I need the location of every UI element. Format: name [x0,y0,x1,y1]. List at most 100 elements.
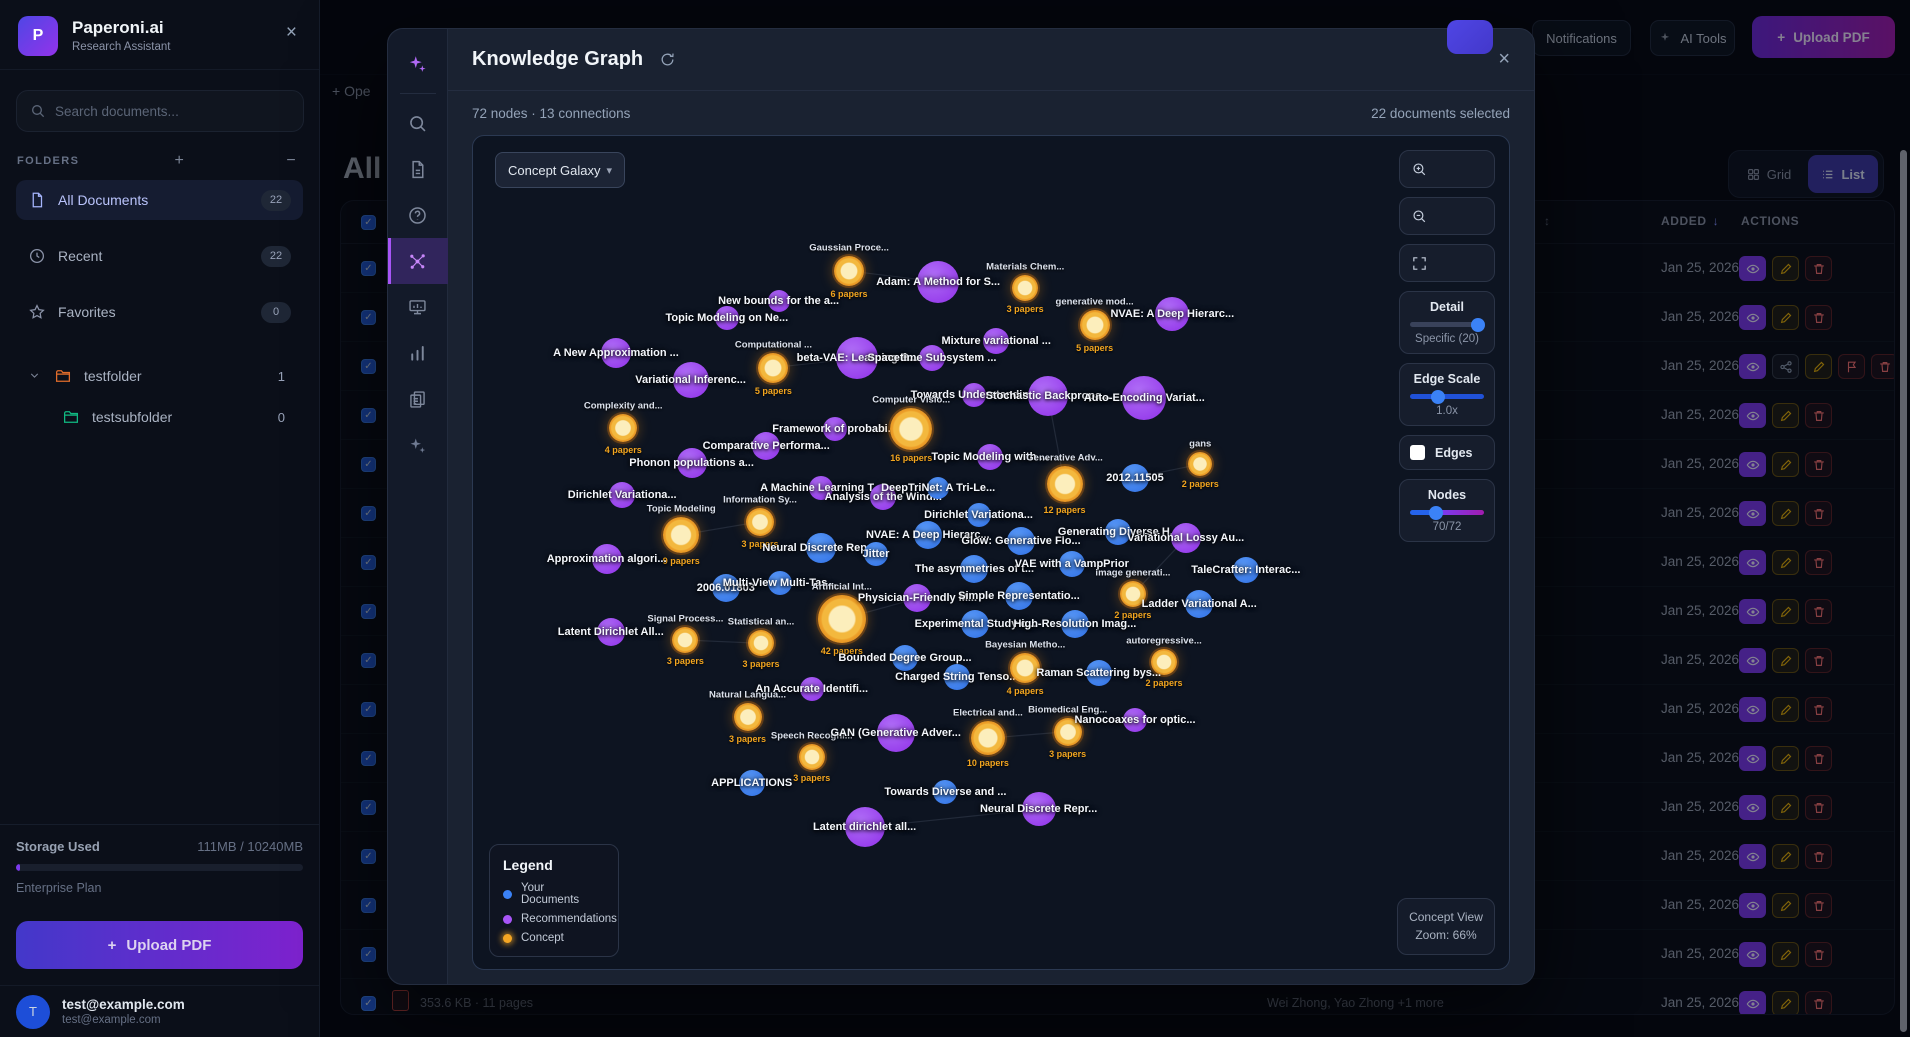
document-node-circle[interactable] [767,571,792,596]
view-button[interactable] [1739,893,1766,918]
rail-stats-icon[interactable] [388,330,448,376]
view-button[interactable] [1739,403,1766,428]
recommendation-node-circle[interactable] [591,544,622,575]
rail-ai-secondary-icon[interactable] [388,422,448,468]
view-button[interactable] [1739,354,1766,379]
edges-checkbox[interactable] [1410,445,1425,460]
nodes-slider-thumb[interactable] [1428,505,1443,520]
row-checkbox[interactable]: ✓ [361,898,376,913]
rail-notes-icon[interactable] [388,376,448,422]
recommendation-node-circle[interactable] [1170,523,1201,554]
recommendation-node-circle[interactable] [1155,297,1190,332]
concept-node-circle[interactable] [1119,581,1146,608]
recommendation-node-circle[interactable] [1122,375,1167,420]
rail-help-icon[interactable] [388,192,448,238]
row-checkbox[interactable]: ✓ [361,604,376,619]
concept-node-circle[interactable] [663,517,700,553]
recommendation-node-circle[interactable] [962,383,987,408]
edit-button[interactable] [1772,893,1799,918]
delete-button[interactable] [1805,501,1832,526]
concept-node-circle[interactable] [834,255,865,286]
recommendation-node-circle[interactable] [870,483,897,510]
concept-node-circle[interactable] [609,413,638,442]
view-button[interactable] [1739,550,1766,575]
concept-node-circle[interactable] [890,408,933,451]
document-node-circle[interactable] [961,610,990,639]
recommendation-node-circle[interactable] [1027,375,1068,416]
edit-button[interactable] [1772,550,1799,575]
edit-button[interactable] [1772,844,1799,869]
added-column-header[interactable]: ADDED↓ [1661,214,1720,228]
document-node-circle[interactable] [933,779,958,804]
recommendation-node-circle[interactable] [844,807,885,848]
recommendation-node-circle[interactable] [714,306,739,331]
recommendation-node-circle[interactable] [822,417,847,442]
delete-button[interactable] [1805,305,1832,330]
edit-button[interactable] [1772,599,1799,624]
concept-node-circle[interactable] [1012,274,1039,301]
recommendation-node-circle[interactable] [672,362,709,399]
notifications-button[interactable]: Notifications [1532,20,1631,56]
upload-pdf-topbar-button[interactable]: + Upload PDF [1752,16,1895,58]
view-button[interactable] [1739,746,1766,771]
row-checkbox[interactable]: ✓ [361,849,376,864]
search-input[interactable]: Search documents... [16,90,304,132]
document-node-circle[interactable] [1004,581,1033,610]
delete-button[interactable] [1805,452,1832,477]
document-node-circle[interactable] [738,770,765,797]
edit-button[interactable] [1772,403,1799,428]
scrollbar[interactable] [1900,150,1907,1032]
concept-node-circle[interactable] [758,352,789,383]
delete-button[interactable] [1805,599,1832,624]
grid-view-button[interactable]: Grid [1734,155,1804,193]
document-node-circle[interactable] [960,555,989,584]
open-button-partial[interactable]: + Ope [332,83,371,99]
document-node-circle[interactable] [1185,590,1214,619]
edge-scale-slider-thumb[interactable] [1431,389,1446,404]
concept-node-circle[interactable] [1053,717,1082,746]
recommendation-node-circle[interactable] [600,338,631,369]
flag-button[interactable] [1838,354,1865,379]
concept-node-circle[interactable] [970,721,1005,756]
row-checkbox[interactable]: ✓ [361,359,376,374]
document-node-circle[interactable] [927,477,950,500]
view-button[interactable] [1739,844,1766,869]
share-button[interactable] [1772,354,1799,379]
rail-presentation-icon[interactable] [388,284,448,330]
edit-button[interactable] [1772,256,1799,281]
document-node-circle[interactable] [1232,556,1259,583]
recommendation-node-circle[interactable] [767,289,790,312]
edit-button[interactable] [1772,795,1799,820]
row-checkbox[interactable]: ✓ [361,310,376,325]
sidebar-close-icon[interactable]: × [285,22,297,43]
concept-node-circle[interactable] [1188,452,1213,477]
delete-button[interactable] [1805,893,1832,918]
row-checkbox[interactable]: ✓ [361,800,376,815]
recommendation-node-circle[interactable] [876,714,915,753]
concept-node-circle[interactable] [748,630,774,657]
delete-button[interactable] [1871,354,1894,379]
view-button[interactable] [1739,991,1766,1014]
concept-node-circle[interactable] [1151,648,1177,675]
edit-button[interactable] [1772,501,1799,526]
detail-slider[interactable] [1410,317,1486,332]
concept-node-circle[interactable] [733,703,762,732]
edit-button[interactable] [1772,648,1799,673]
document-node-circle[interactable] [864,542,888,567]
zoom-in-button[interactable] [1399,150,1495,188]
refresh-icon[interactable] [659,51,676,68]
list-view-button[interactable]: List [1808,155,1878,193]
add-folder-button[interactable]: + [174,152,184,169]
recommendation-node-circle[interactable] [918,344,945,371]
edit-button[interactable] [1772,697,1799,722]
document-node-circle[interactable] [1105,518,1132,545]
delete-button[interactable] [1805,697,1832,722]
view-button[interactable] [1739,452,1766,477]
delete-button[interactable] [1805,844,1832,869]
zoom-out-button[interactable] [1399,197,1495,235]
concept-node-circle[interactable] [1010,653,1041,684]
document-node-circle[interactable] [1007,526,1036,555]
